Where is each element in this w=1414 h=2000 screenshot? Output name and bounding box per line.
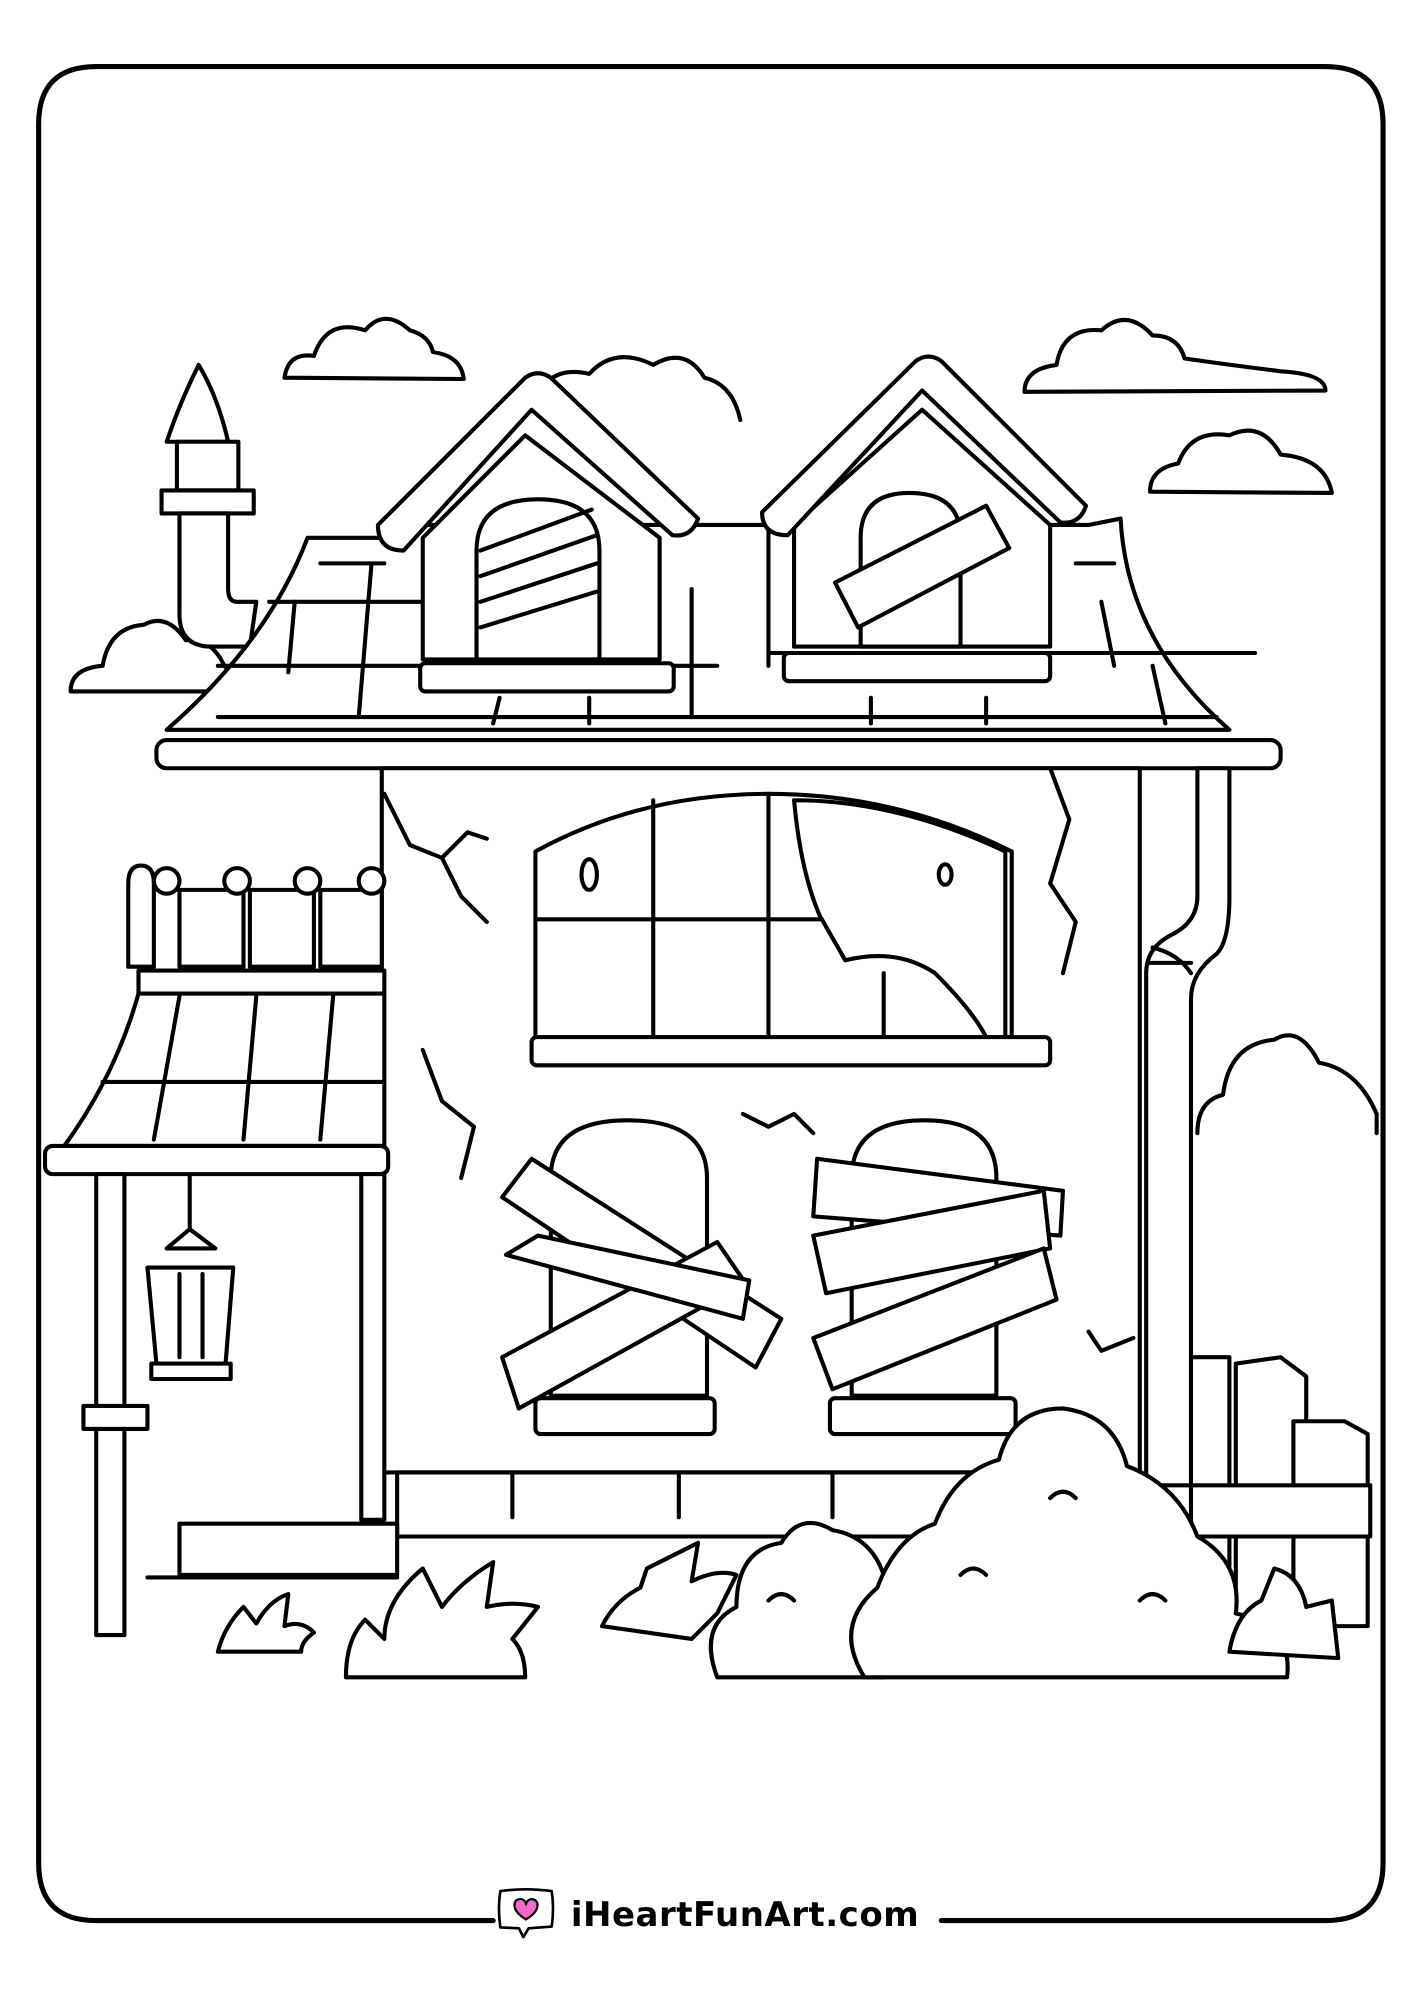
- dormer-right: [760, 354, 1089, 684]
- bushes: [215, 1406, 1341, 1680]
- heart-speech-bubble-icon: [497, 1887, 555, 1939]
- upper-window: [529, 791, 1053, 1068]
- porch: [42, 863, 400, 1638]
- fence: [1188, 1355, 1373, 1629]
- turret: [159, 362, 259, 649]
- roof: [154, 516, 1283, 771]
- dormer-left: [375, 371, 701, 694]
- boarded-window-right: [811, 1118, 1066, 1437]
- page-border: [36, 64, 1386, 1924]
- clouds: [68, 316, 1379, 1136]
- boarded-window-left: [500, 1118, 784, 1437]
- site-name: iHeartFunArt.com: [570, 1895, 920, 1935]
- footer-branding: iHeartFunArt.com: [0, 1885, 1414, 1945]
